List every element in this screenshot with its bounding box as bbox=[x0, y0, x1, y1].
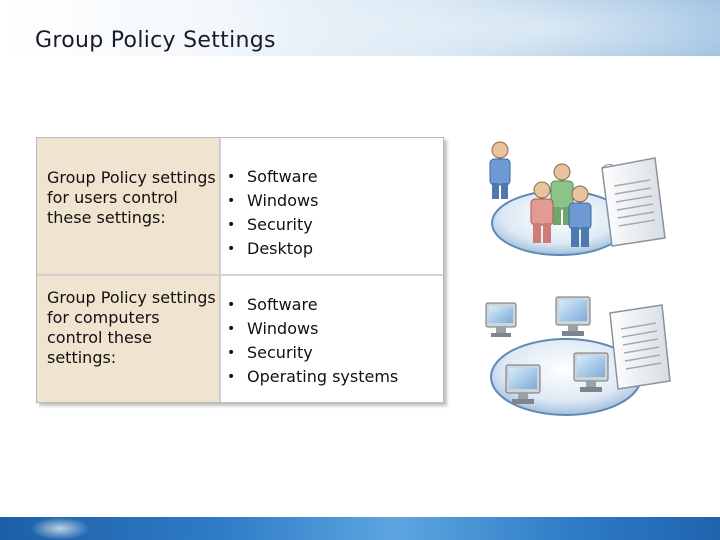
row-label-cell: Group Policy settings for users control … bbox=[37, 138, 221, 274]
row-label-computers: Group Policy settings for computers cont… bbox=[47, 288, 216, 367]
computer-settings-list: Software Windows Security Operating syst… bbox=[227, 293, 398, 389]
title-band-highlight bbox=[120, 0, 720, 56]
list-item: Windows bbox=[227, 189, 318, 213]
list-item: Security bbox=[227, 341, 398, 365]
list-item: Software bbox=[227, 293, 398, 317]
users-group-icon bbox=[489, 141, 666, 256]
title-band: Group Policy Settings bbox=[0, 0, 720, 56]
policy-document-icon bbox=[601, 157, 666, 247]
user-settings-list: Software Windows Security Desktop bbox=[227, 165, 318, 261]
row-label-cell: Group Policy settings for computers cont… bbox=[37, 276, 221, 402]
table-row-users: Group Policy settings for users control … bbox=[37, 138, 443, 276]
computers-network-icon bbox=[485, 296, 671, 416]
list-item: Operating systems bbox=[227, 365, 398, 389]
settings-table: Group Policy settings for users control … bbox=[36, 137, 444, 403]
list-item: Software bbox=[227, 165, 318, 189]
slide-title: Group Policy Settings bbox=[35, 28, 276, 53]
list-item: Security bbox=[227, 213, 318, 237]
footer-band bbox=[0, 517, 720, 540]
policy-document-icon bbox=[609, 304, 671, 390]
table-row-computers: Group Policy settings for computers cont… bbox=[37, 276, 443, 402]
footer-glow bbox=[30, 517, 90, 540]
list-item: Windows bbox=[227, 317, 398, 341]
list-item: Desktop bbox=[227, 237, 318, 261]
row-label-users: Group Policy settings for users control … bbox=[47, 168, 216, 227]
